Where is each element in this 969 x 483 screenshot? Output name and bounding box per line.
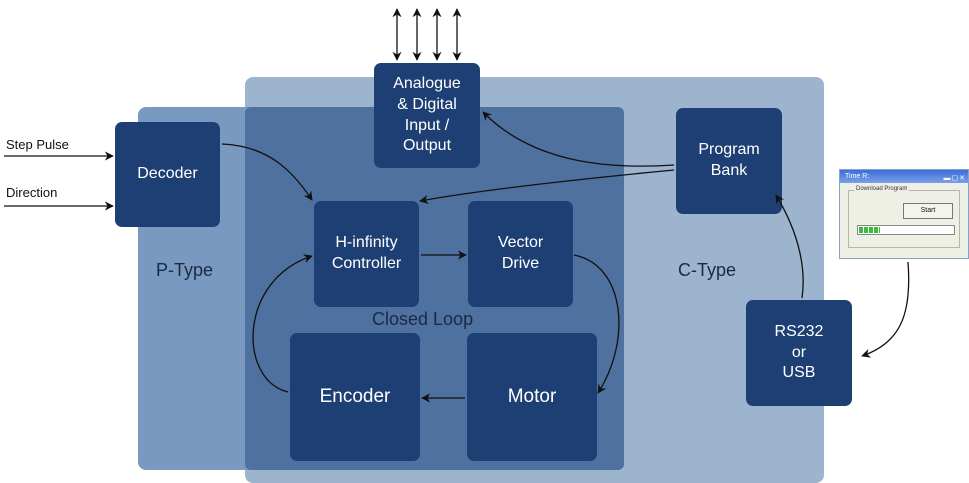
software-window-thumbnail: Time R: ▬▢✕ Download Program Start: [839, 169, 969, 259]
decoder-to-controller-arrow: [221, 143, 313, 201]
rs232-usb-block: RS232 or USB: [746, 300, 852, 406]
software-to-rs232-arrow: [861, 261, 910, 358]
decoder-block: Decoder: [115, 122, 220, 227]
vector-drive-block: Vector Drive: [468, 201, 573, 307]
motor-block: Motor: [467, 333, 597, 461]
thumbnail-window-title: Time R:: [845, 173, 870, 180]
drive-to-motor-arrow: [573, 254, 620, 394]
encoder-block: Encoder: [290, 333, 420, 461]
window-controls-icon: ▬▢✕: [943, 175, 966, 182]
c-type-label: C-Type: [678, 260, 737, 280]
h-infinity-controller-block: H-infinity Controller: [314, 201, 419, 307]
program-bank-block: Program Bank: [676, 108, 782, 214]
thumbnail-progress-bar: [857, 225, 955, 235]
thumbnail-progress-fill: [859, 227, 880, 233]
thumbnail-title-bar: Time R: ▬▢✕: [840, 170, 968, 183]
p-type-label: P-Type: [156, 260, 214, 280]
analogue-digital-io-block: Analogue & Digital Input / Output: [374, 63, 480, 168]
direction-label: Direction: [6, 185, 58, 200]
rs232-to-program-bank-arrow: [775, 194, 804, 299]
thumbnail-group-title: Download Program: [854, 186, 910, 192]
program-bank-to-io-arrow: [482, 111, 675, 167]
step-pulse-label: Step Pulse: [6, 137, 69, 152]
thumbnail-group: Download Program Start: [848, 186, 960, 248]
encoder-to-controller-arrow: [252, 254, 313, 393]
thumbnail-start-button: Start: [903, 203, 953, 219]
program-bank-to-controller-arrow: [419, 169, 675, 204]
closed-loop-label: Closed Loop: [372, 309, 474, 329]
